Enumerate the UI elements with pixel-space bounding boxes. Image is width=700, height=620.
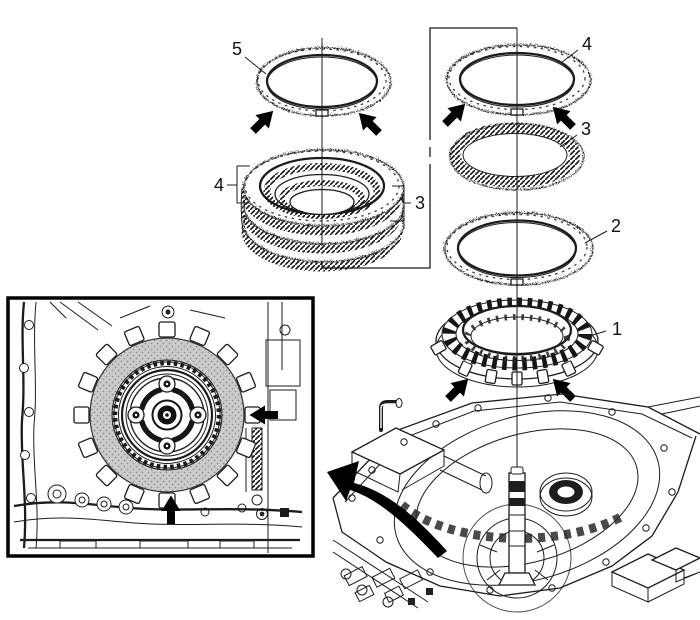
installed-clutch-assembly: [89, 337, 245, 493]
connector-blocks: [610, 547, 700, 603]
seal-bearing-boss: [539, 472, 593, 517]
inset-detail-view: [6, 296, 315, 558]
callout-5: 5: [232, 39, 267, 75]
toothed-ring: [112, 360, 222, 470]
inset-case-background: [13, 301, 303, 553]
accumulator-cylinder: [350, 398, 493, 494]
plate-3-friction: [447, 121, 583, 189]
transfer-arrow-icon: [327, 461, 447, 558]
callout-4-left-label: 4: [214, 175, 224, 195]
callout-4-right: 4: [560, 34, 592, 64]
callout-3-right-label: 3: [581, 119, 591, 139]
valve-body: [332, 539, 433, 609]
sprag-lugs: [430, 340, 604, 386]
callout-4-left: 4: [214, 165, 250, 204]
callout-1: 1: [582, 319, 622, 339]
callout-5-label: 5: [232, 39, 242, 59]
output-shaft-area: [462, 466, 572, 613]
detent-spring: [251, 427, 263, 491]
callout-4-right-label: 4: [582, 34, 592, 54]
exploded-view-left: 5 4 3: [214, 38, 425, 272]
callout-3-left: 3: [390, 185, 425, 222]
case-bolt-holes: [348, 394, 676, 594]
exploded-view-right: 4 3 2 1: [430, 28, 622, 470]
callout-2: 2: [584, 216, 621, 244]
sprag-teeth-band: [442, 297, 592, 371]
callout-3-left-label: 3: [415, 193, 425, 213]
callout-1-label: 1: [612, 319, 622, 339]
transmission-case-drawing: [327, 393, 700, 613]
hub-bolts: [127, 375, 207, 455]
callout-3-right: 3: [559, 119, 591, 148]
callout-2-label: 2: [611, 216, 621, 236]
hub-center: [151, 399, 183, 431]
